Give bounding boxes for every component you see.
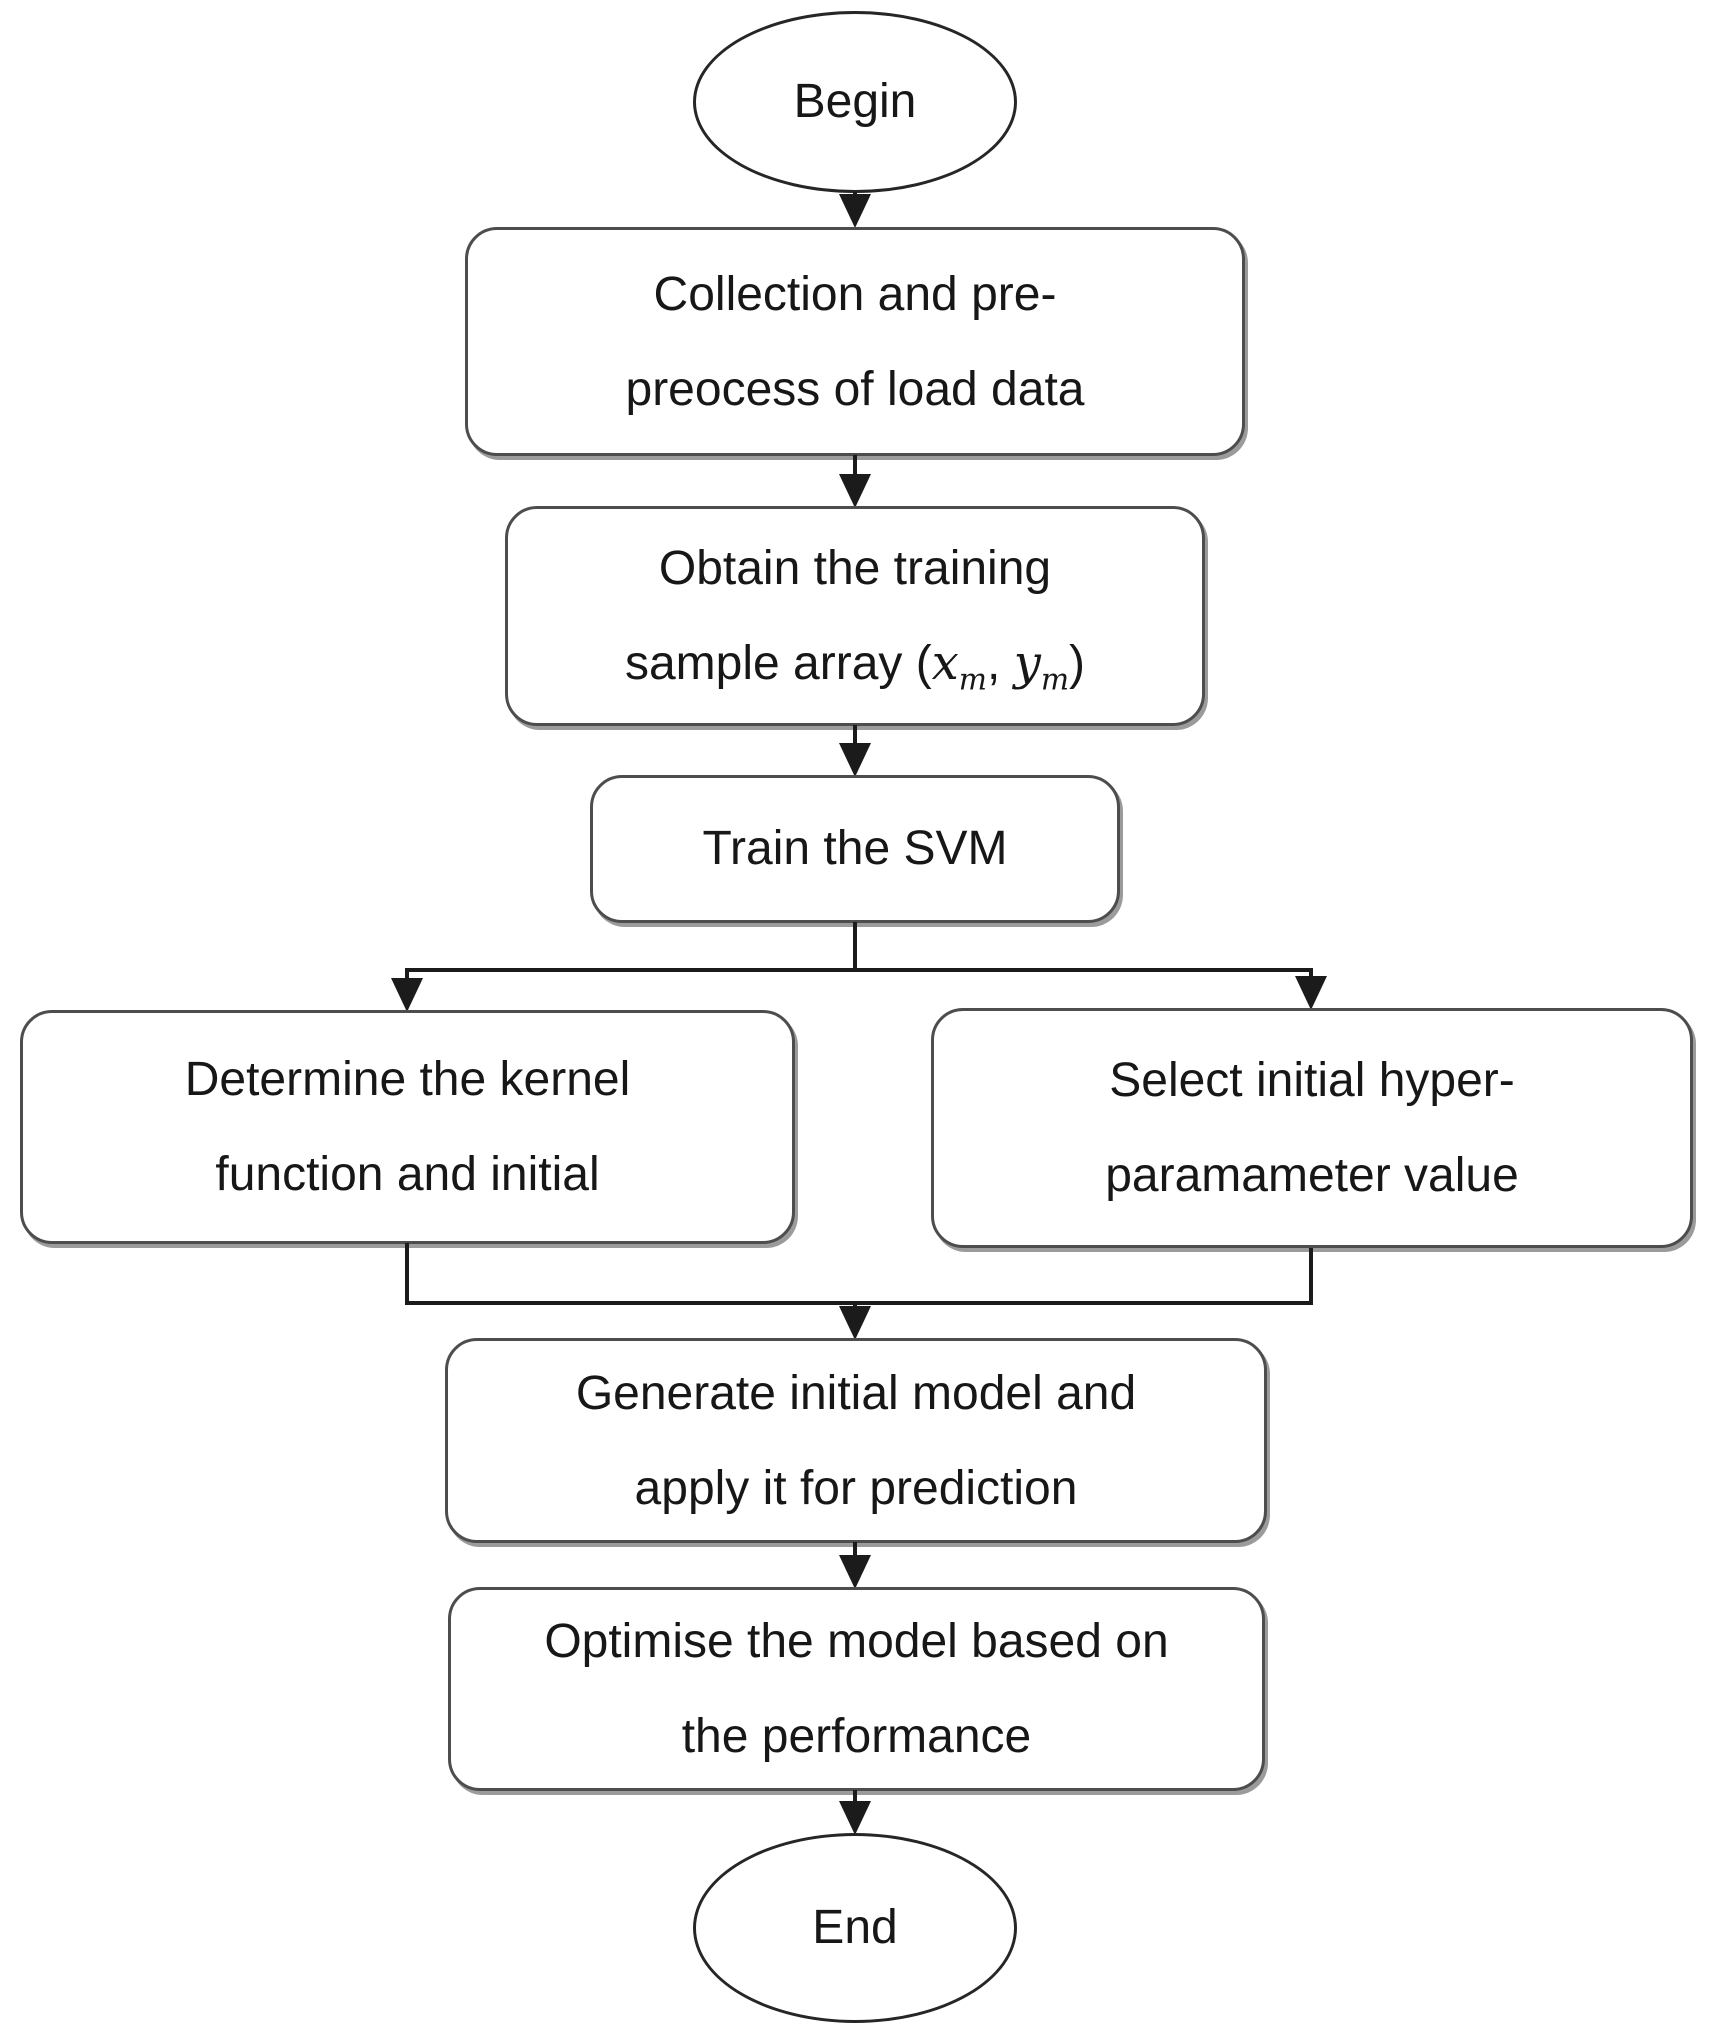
optimise-label-line2: the performance [681, 1710, 1032, 1763]
hyper-label: Select initial hyper- paramameter value [1105, 1033, 1519, 1223]
collect-label-line2: preocess of load data [625, 362, 1085, 416]
obtain-line2-separator: , [987, 637, 1014, 690]
obtain-label: Obtain the training sample array (xm, ym… [625, 521, 1085, 711]
end-label: End [812, 1901, 898, 1954]
edge-branch-horizontal-line [405, 968, 1313, 972]
arrowhead-obtain-train-icon [839, 743, 871, 777]
kernel-label-line1: Determine the kernel [184, 1053, 631, 1106]
arrowhead-merge-generate-icon [839, 1306, 871, 1340]
collect-label: Collection and pre- preocess of load dat… [626, 247, 1085, 437]
optimise-step: Optimise the model based on the performa… [448, 1587, 1265, 1791]
edge-branch-hyper-stem [1309, 968, 1313, 982]
kernel-label: Determine the kernel function and initia… [185, 1032, 631, 1222]
arrowhead-optimise-end-icon [839, 1801, 871, 1835]
collect-step: Collection and pre- preocess of load dat… [465, 227, 1245, 456]
begin-terminal: Begin [693, 11, 1017, 193]
obtain-label-line2: sample array (xm, ym) [625, 616, 1085, 711]
math-x-var: x [931, 635, 959, 691]
arrowhead-begin-collect-icon [839, 194, 871, 228]
end-terminal: End [693, 1833, 1017, 2023]
generate-label: Generate initial model and apply it for … [576, 1346, 1136, 1536]
optimise-label-line1: Optimise the model based on [544, 1615, 1169, 1668]
hyper-label-line2: paramameter value [1105, 1149, 1519, 1202]
obtain-line2-suffix: ) [1069, 637, 1086, 690]
edge-merge-horizontal-line [405, 1301, 1313, 1305]
generate-step: Generate initial model and apply it for … [445, 1338, 1267, 1543]
obtain-label-line1: Obtain the training [658, 542, 1052, 595]
edge-optimise-end-line [853, 1790, 857, 1806]
kernel-step: Determine the kernel function and initia… [20, 1010, 795, 1244]
optimise-label: Optimise the model based on the performa… [544, 1594, 1168, 1784]
arrowhead-collect-obtain-icon [839, 474, 871, 508]
generate-label-line2: apply it for prediction [634, 1461, 1078, 1515]
train-step: Train the SVM [590, 775, 1120, 923]
edge-obtain-train-line [853, 725, 857, 748]
obtain-step: Obtain the training sample array (xm, ym… [505, 506, 1205, 726]
edge-collect-obtain-line [853, 455, 857, 480]
edge-branch-kernel-stem [405, 968, 409, 982]
generate-label-line1: Generate initial model and [575, 1366, 1137, 1420]
collect-label-line1: Collection and pre- [653, 267, 1057, 321]
train-label: Train the SVM [702, 822, 1008, 875]
edge-hyper-merge-stem [1309, 1248, 1313, 1305]
begin-label: Begin [793, 75, 917, 128]
arrowhead-branch-hyper-icon [1295, 976, 1327, 1010]
edge-train-branch-stem [853, 922, 857, 972]
obtain-line2-prefix: sample array ( [624, 637, 932, 690]
math-y-var: y [1013, 635, 1041, 691]
arrowhead-generate-optimise-icon [839, 1555, 871, 1589]
math-y-subscript: m [1040, 662, 1070, 698]
hyper-step: Select initial hyper- paramameter value [931, 1008, 1693, 1248]
math-x-subscript: m [958, 662, 988, 698]
edge-kernel-merge-stem [405, 1243, 409, 1305]
hyper-label-line1: Select initial hyper- [1109, 1054, 1515, 1107]
kernel-label-line2: function and initial [215, 1148, 600, 1201]
edge-generate-optimise-line [853, 1542, 857, 1560]
arrowhead-branch-kernel-icon [391, 978, 423, 1012]
